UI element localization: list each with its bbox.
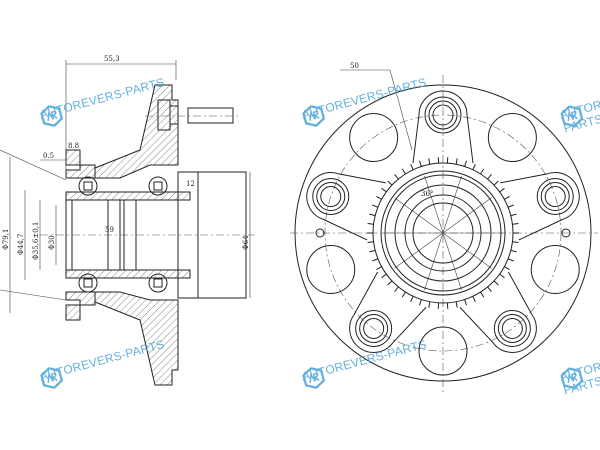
brand-logo-icon bbox=[560, 367, 584, 390]
tone-ring bbox=[372, 162, 514, 304]
dim-pilot-length: 12 bbox=[186, 180, 195, 188]
locating-hole bbox=[561, 228, 571, 238]
lightening-hole bbox=[530, 244, 580, 294]
dim-pilot-dia: Φ64 bbox=[242, 235, 250, 250]
tone-ring-tooth bbox=[367, 222, 374, 225]
tone-ring-tooth bbox=[487, 174, 492, 180]
tone-ring-tooth bbox=[394, 174, 399, 180]
tone-ring-tooth bbox=[480, 291, 485, 298]
dim-bore-mid: Φ35,6±0,1 bbox=[32, 222, 40, 260]
front-view: 50 36° bbox=[290, 62, 598, 395]
brand-logo-icon bbox=[302, 367, 326, 390]
tone-ring-tooth bbox=[510, 213, 517, 217]
wheel-stud-hole bbox=[544, 186, 566, 208]
bolt-lobe bbox=[459, 271, 537, 353]
tone-ring-tooth bbox=[512, 241, 519, 244]
tone-ring-tooth bbox=[507, 204, 514, 208]
bolt-lobe bbox=[412, 90, 474, 164]
lightening-hole bbox=[349, 113, 399, 163]
brand-logo-icon bbox=[302, 105, 326, 128]
wheel-stud-hole bbox=[493, 309, 531, 347]
tone-ring-tooth bbox=[367, 241, 374, 244]
dim-outer-dia: Φ79,1 bbox=[2, 229, 10, 250]
tone-ring-tooth bbox=[472, 296, 476, 302]
wheel-stud-hole bbox=[363, 317, 385, 339]
watermark: AUTOREVERS-PARTS bbox=[38, 75, 166, 128]
tone-ring-tooth bbox=[464, 299, 467, 306]
lightening-hole bbox=[306, 244, 356, 294]
tone-ring-tooth bbox=[376, 195, 382, 200]
wheel-stud-hole bbox=[424, 96, 462, 134]
dim-bore-outer: Φ44,7 bbox=[17, 234, 25, 255]
tone-ring-tooth bbox=[369, 213, 376, 217]
wheel-stud-hole bbox=[432, 104, 454, 126]
tone-ring-tooth bbox=[387, 280, 393, 286]
wheel-stud-hole bbox=[428, 100, 458, 130]
wheel-stud-hole bbox=[320, 186, 342, 208]
dim-bore-inner: Φ30 bbox=[48, 235, 56, 250]
bolt-lobe bbox=[349, 271, 427, 353]
side-section-view: 55,3 bbox=[0, 55, 255, 386]
tone-ring-tooth bbox=[401, 168, 406, 175]
tone-ring-tooth bbox=[372, 204, 379, 208]
dim-teeth-ref: 50 bbox=[350, 62, 359, 70]
tone-ring-tooth bbox=[499, 273, 505, 279]
dim-angle: 36° bbox=[421, 190, 433, 198]
tone-ring-tooth bbox=[510, 249, 517, 253]
bolt-lobe bbox=[500, 172, 580, 241]
tone-ring-tooth bbox=[410, 164, 414, 170]
tone-ring-tooth bbox=[369, 249, 376, 253]
tone-ring-tooth bbox=[428, 158, 431, 165]
dim-flange-step: 8.8 bbox=[68, 142, 79, 150]
tone-ring-tooth bbox=[493, 280, 499, 286]
tone-ring-tooth bbox=[455, 301, 458, 308]
watermark: AUTOREVERS-PARTS bbox=[38, 337, 166, 390]
tone-ring-tooth bbox=[419, 299, 422, 306]
tone-ring-tooth bbox=[480, 168, 485, 175]
tone-ring-tooth bbox=[381, 187, 387, 193]
watermark: AUTOREVERS-PARTS bbox=[300, 337, 428, 390]
lightening-hole bbox=[487, 113, 537, 163]
lightening-hole bbox=[418, 326, 468, 376]
tone-ring-tooth bbox=[464, 160, 467, 167]
tone-ring-tooth bbox=[512, 222, 519, 225]
watermark: AUTOREVERS-PARTS bbox=[300, 75, 428, 128]
wheel-stud-hole bbox=[540, 182, 570, 212]
tone-ring-tooth bbox=[387, 180, 393, 186]
wheel-stud-hole bbox=[359, 313, 389, 343]
wheel-stud-hole bbox=[501, 317, 523, 339]
watermark: AUTOREVERS-PARTS bbox=[558, 348, 600, 398]
tone-ring-tooth bbox=[394, 286, 399, 292]
brand-logo-icon bbox=[40, 367, 64, 390]
tone-ring-tooth bbox=[372, 258, 379, 262]
tone-ring-tooth bbox=[419, 160, 422, 167]
watermark: AUTOREVERS-PARTS bbox=[558, 86, 600, 136]
locating-hole bbox=[315, 228, 325, 238]
tone-ring-tooth bbox=[487, 286, 492, 292]
tone-ring-tooth bbox=[401, 291, 406, 298]
wheel-stud-hole bbox=[355, 309, 393, 347]
tone-ring-tooth bbox=[428, 301, 431, 308]
tone-ring-tooth bbox=[376, 266, 382, 271]
wheel-stud-hole bbox=[312, 178, 350, 216]
dim-seal-gap: 0.5 bbox=[43, 152, 54, 160]
tone-ring-tooth bbox=[472, 164, 476, 170]
brand-logo-icon bbox=[560, 105, 584, 128]
wheel-stud-hole bbox=[536, 178, 574, 216]
bolt-lobe bbox=[306, 172, 386, 241]
tone-ring-tooth bbox=[493, 180, 499, 186]
tone-ring-tooth bbox=[381, 273, 387, 279]
tone-ring-tooth bbox=[504, 195, 510, 200]
dim-inner-length: 59 bbox=[105, 226, 114, 234]
tone-ring-tooth bbox=[455, 158, 458, 165]
tone-ring-tooth bbox=[507, 258, 514, 262]
tone-ring-tooth bbox=[410, 296, 414, 302]
wheel-stud-hole bbox=[316, 182, 346, 212]
wheel-stud-hole bbox=[497, 313, 527, 343]
tone-ring-tooth bbox=[499, 187, 505, 193]
brand-logo-icon bbox=[40, 105, 64, 128]
dim-overall-width: 55,3 bbox=[104, 55, 120, 63]
tone-ring-tooth bbox=[504, 266, 510, 271]
